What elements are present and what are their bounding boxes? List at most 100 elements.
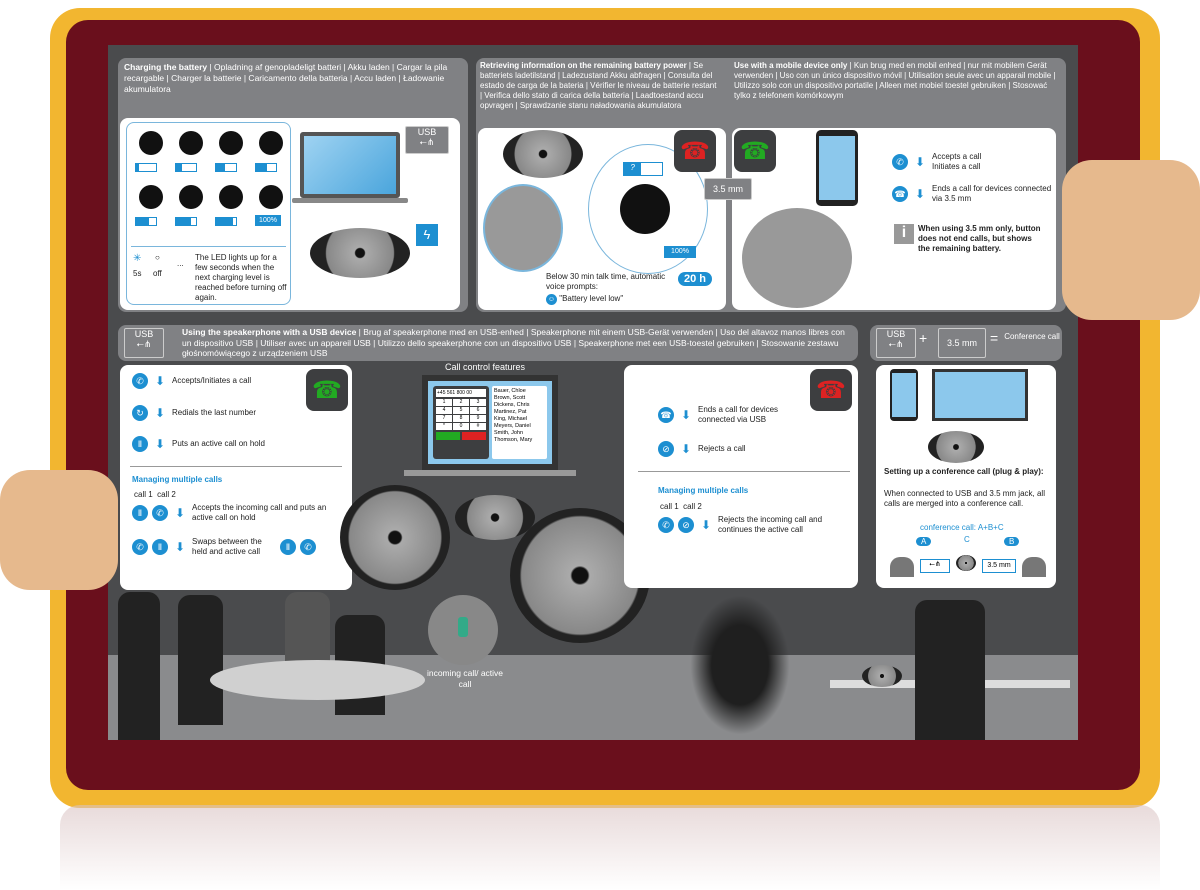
dialer-key[interactable]: 1 — [436, 399, 452, 406]
dialer-key[interactable]: 5 — [453, 407, 469, 414]
dialer-key[interactable]: * — [436, 423, 452, 430]
speakerphone — [455, 495, 535, 540]
contact-item[interactable]: Thomson, Mary — [494, 437, 533, 443]
info-icon: i — [894, 224, 914, 244]
battery-icon — [215, 163, 237, 172]
voice-prompt-icon: ☺ — [546, 294, 557, 305]
battery-title-translations: | Se batteriets ladetilstand | Ladezusta… — [480, 61, 717, 110]
participant-b: B — [1004, 537, 1020, 546]
voice-prompt: ☺ "Battery level low" — [546, 294, 624, 305]
managing-calls-heading: Managing multiple calls — [658, 486, 749, 495]
dialer-key[interactable]: 4 — [436, 407, 452, 414]
end-call-row: ☎⬇Ends a call for devices connected via … — [658, 405, 808, 425]
battery-icon — [135, 217, 157, 226]
speakerphone — [862, 665, 902, 687]
accept-call-button-icon: ☎ — [306, 369, 348, 411]
initiate-label: Initiates a call — [932, 162, 981, 171]
conference-description: When connected to USB and 3.5 mm jack, a… — [884, 489, 1045, 508]
managing-calls-heading: Managing multiple calls — [132, 475, 223, 484]
battery-icon — [175, 217, 197, 226]
reject-icon: ⊘ — [658, 441, 674, 457]
dialer-key[interactable]: # — [470, 423, 486, 430]
led-level-1 — [139, 131, 163, 155]
contact-item[interactable]: Meyers, Daniel — [494, 423, 531, 429]
speakerphone — [310, 228, 410, 278]
contact-item[interactable]: Dickens, Chris — [494, 402, 530, 408]
laptop — [932, 369, 1028, 421]
contact-item[interactable]: Brown, Scott — [494, 395, 526, 401]
dialer-key[interactable]: 3 — [470, 399, 486, 406]
legend-more: ... — [177, 259, 184, 268]
battery-card: ? 100% Below 30 min talk time, automatic… — [478, 128, 726, 310]
mobile-title: Use with a mobile device only — [734, 61, 848, 70]
conference-label: Conference call — [1004, 332, 1060, 341]
right-hand — [1062, 160, 1200, 320]
usb-right-card: ☎ ☎⬇Ends a call for devices connected vi… — [624, 365, 858, 588]
led-level-3 — [219, 131, 243, 155]
battery-full: 100% — [664, 246, 696, 258]
dialer-end-button[interactable] — [462, 432, 486, 440]
person-standing — [118, 592, 160, 740]
usb-icon: ⭠⋔ — [920, 559, 950, 573]
battery-note: Below 30 min talk time, automatic voice … — [546, 272, 666, 291]
battery-full-icon: 100% — [255, 215, 281, 226]
press-icon: ⬇ — [914, 187, 926, 201]
redial-row: ↻⬇Redials the last number — [132, 405, 256, 421]
charging-title-translations: | Opladning af genopladeligt batteri | A… — [124, 62, 448, 94]
charging-card: 100% ✳ ○ 5s off ... The LED lights up fo… — [120, 118, 460, 310]
led-levels: 100% ✳ ○ 5s off ... The LED lights up fo… — [126, 122, 291, 305]
press-icon: ⬇ — [914, 155, 926, 169]
dialer-key[interactable]: 6 — [470, 407, 486, 414]
contact-item[interactable]: Bauer, Chloe — [494, 388, 526, 394]
led-on-icon: ✳ — [133, 253, 142, 264]
call-labels: call 1 call 2 — [660, 502, 702, 511]
accept-call-button-icon: ☎ — [734, 130, 776, 172]
meeting-table — [210, 660, 425, 700]
contact-item[interactable]: Martinez, Pat — [494, 409, 527, 415]
battery-icon — [175, 163, 197, 172]
press-hold-icon: ⬇ — [680, 442, 692, 456]
dialer-accept-button[interactable] — [436, 432, 460, 440]
led-level-2 — [179, 131, 203, 155]
end-call-button-icon: ☎ — [674, 130, 716, 172]
contact-item[interactable]: Smith, John — [494, 430, 524, 436]
conference-card: Setting up a conference call (plug & pla… — [876, 365, 1056, 588]
usb-icon: ⭠⋔ — [419, 137, 435, 147]
press-icon: ⬇ — [680, 408, 692, 422]
speakerphone-closeup-left — [340, 485, 450, 590]
mobile-phone — [816, 130, 858, 206]
battery-icon — [215, 217, 237, 226]
phone-end-icon: ☎ — [892, 186, 908, 202]
plus-icon: + — [919, 330, 928, 346]
led-green-icon — [458, 617, 468, 637]
dialer-key[interactable]: 7 — [436, 415, 452, 422]
battery-levels-diagram — [588, 144, 708, 274]
usb-section-title: Using the speakerphone with a USB device — [182, 327, 357, 337]
hold-row: Ⅱ⬇Puts an active call on hold — [132, 436, 265, 452]
speakerphone-icon — [956, 555, 976, 571]
usb-icon: ⭠⋔ — [888, 339, 904, 349]
speakerphone — [503, 130, 583, 178]
dialer-key[interactable]: 8 — [453, 415, 469, 422]
laptop — [300, 132, 400, 198]
dialer-key[interactable]: 0 — [453, 423, 469, 430]
reflection — [60, 805, 1160, 890]
phone-end-icon: ☎ — [658, 407, 674, 423]
phone-accept-icon: ✆ — [132, 373, 148, 389]
press-twice-icon: ⬇ — [154, 437, 166, 451]
usb-icon: ⭠⋔ — [136, 339, 152, 349]
press-icon: ⬇ — [154, 374, 166, 388]
speakerphone — [928, 431, 984, 463]
dialer-key[interactable]: 2 — [453, 399, 469, 406]
talk-time-bubble: 20 h — [678, 272, 713, 286]
dialer-key[interactable]: 9 — [470, 415, 486, 422]
led-level-8 — [259, 185, 283, 209]
contact-item[interactable]: King, Michael — [494, 416, 528, 422]
person-desk — [915, 600, 985, 740]
accept-row: ✆⬇Accepts/Initiates a call — [132, 373, 251, 389]
person-b-icon — [1022, 557, 1046, 577]
charging-bolt-icon: ϟ — [416, 224, 438, 246]
jack-badge: 3.5 mm — [938, 328, 986, 358]
